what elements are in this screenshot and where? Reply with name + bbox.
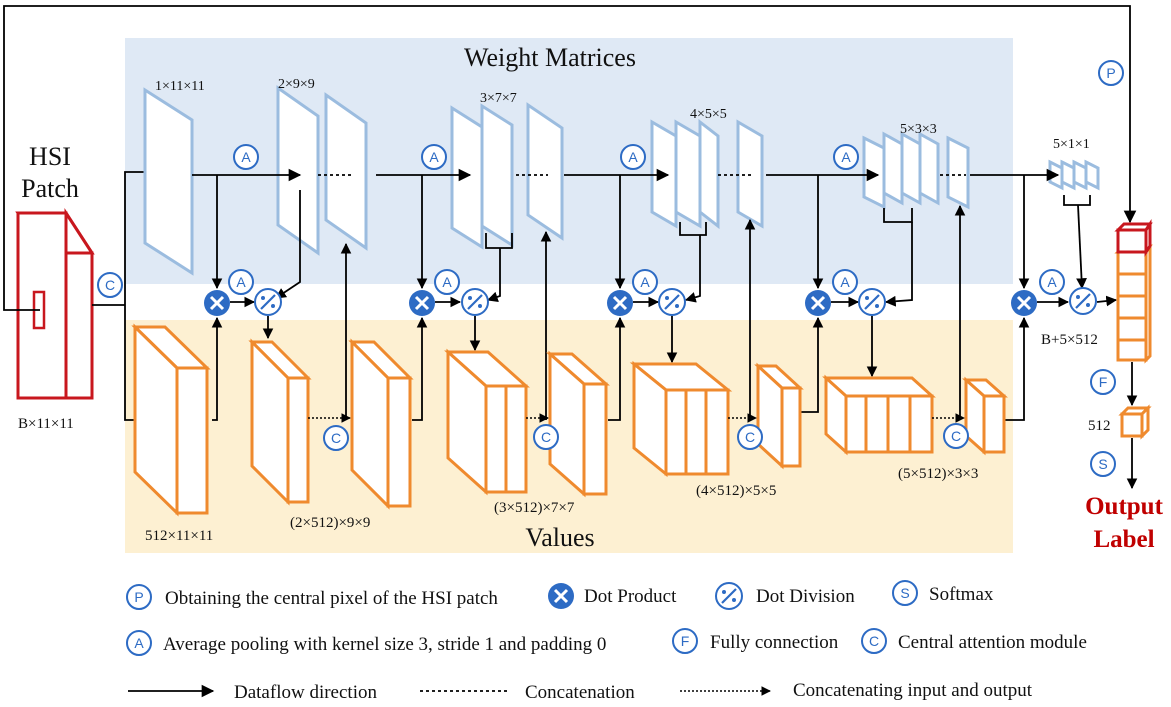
weight-matrices-title: Weight Matrices bbox=[464, 43, 636, 72]
symbol-c-v2: C bbox=[533, 424, 559, 450]
hsi-patch-dims: B×11×11 bbox=[18, 416, 74, 432]
legend-c-icon: C bbox=[861, 628, 887, 654]
dot-product-icon-3 bbox=[607, 290, 633, 316]
legend-s-icon: S bbox=[892, 580, 918, 606]
output-label-line1: Output bbox=[1085, 493, 1163, 520]
legend-concat-io-text: Concatenating input and output bbox=[793, 680, 1033, 701]
svg-text:A: A bbox=[841, 149, 851, 165]
svg-text:C: C bbox=[745, 429, 755, 445]
output-concat-dims: B+5×512 bbox=[1041, 332, 1098, 348]
hsi-patch-cube bbox=[15, 207, 95, 400]
symbol-c-v3: C bbox=[737, 424, 763, 450]
legend-p-text: Obtaining the central pixel of the HSI p… bbox=[165, 588, 498, 609]
dot-product-icon-4 bbox=[805, 290, 831, 316]
stage-operators bbox=[211, 175, 1118, 421]
svg-text:A: A bbox=[442, 274, 452, 290]
value-dim-2: (2×512)×9×9 bbox=[290, 515, 370, 531]
legend-c-text: Central attention module bbox=[898, 632, 1087, 653]
svg-text:F: F bbox=[681, 633, 690, 649]
weight-dim-4: 4×5×5 bbox=[690, 107, 727, 122]
weight-dim-3: 3×7×7 bbox=[480, 91, 517, 106]
legend-dot-division-icon bbox=[715, 582, 743, 610]
symbol-s: S bbox=[1090, 451, 1116, 477]
svg-text:C: C bbox=[105, 277, 115, 293]
symbol-a-op3: A bbox=[632, 269, 658, 295]
svg-text:S: S bbox=[1098, 456, 1107, 472]
svg-text:P: P bbox=[1106, 65, 1115, 81]
symbol-a-op2: A bbox=[434, 269, 460, 295]
legend-dot-division-text: Dot Division bbox=[756, 586, 855, 607]
legend-dot-product-icon bbox=[548, 583, 574, 609]
svg-text:P: P bbox=[134, 589, 143, 605]
svg-text:A: A bbox=[241, 149, 251, 165]
output-label-line2: Label bbox=[1093, 526, 1154, 553]
symbol-a-op1: A bbox=[228, 269, 254, 295]
svg-text:S: S bbox=[900, 585, 909, 601]
svg-text:A: A bbox=[429, 149, 439, 165]
symbol-c-input: C bbox=[97, 272, 123, 298]
hsi-patch-title-line2: Patch bbox=[21, 174, 79, 203]
svg-text:C: C bbox=[331, 430, 341, 446]
svg-text:C: C bbox=[869, 633, 879, 649]
svg-text:A: A bbox=[840, 274, 850, 290]
legend-dot-product-text: Dot Product bbox=[584, 586, 677, 607]
hsi-patch-title-line1: HSI bbox=[29, 142, 71, 171]
dot-product-icon-5 bbox=[1011, 290, 1037, 316]
value-dim-1: 512×11×11 bbox=[145, 528, 213, 544]
dot-division-icon-1 bbox=[254, 288, 282, 316]
symbol-a-w4: A bbox=[833, 144, 859, 170]
weight-dim-2: 2×9×9 bbox=[278, 77, 315, 92]
legend-concatenation-text: Concatenation bbox=[525, 682, 635, 703]
value-dim-3: (3×512)×7×7 bbox=[494, 500, 575, 516]
svg-text:F: F bbox=[1099, 374, 1108, 390]
symbol-c-v4: C bbox=[943, 423, 969, 449]
symbol-a-w3: A bbox=[620, 144, 646, 170]
weight-dim-6: 5×1×1 bbox=[1053, 137, 1090, 152]
legend-p-icon: P bbox=[126, 584, 152, 610]
value-dim-4: (4×512)×5×5 bbox=[696, 483, 776, 499]
symbol-a-w2: A bbox=[421, 144, 447, 170]
svg-text:C: C bbox=[541, 429, 551, 445]
legend: P Obtaining the central pixel of the HSI… bbox=[126, 580, 1087, 703]
output-fc-cube bbox=[1118, 404, 1152, 440]
symbol-a-op5: A bbox=[1039, 269, 1065, 295]
dot-product-icon-1 bbox=[204, 290, 230, 316]
legend-f-text: Fully connection bbox=[710, 632, 839, 653]
svg-text:A: A bbox=[640, 274, 650, 290]
svg-text:A: A bbox=[628, 149, 638, 165]
svg-text:A: A bbox=[236, 274, 246, 290]
svg-text:C: C bbox=[951, 428, 961, 444]
svg-text:A: A bbox=[1047, 274, 1057, 290]
dot-product-icon-2 bbox=[409, 290, 435, 316]
value-blocks bbox=[131, 323, 1008, 517]
output-concat-stack bbox=[1114, 241, 1153, 364]
dot-division-icon-3 bbox=[658, 288, 686, 316]
dot-division-icon-4 bbox=[858, 288, 886, 316]
svg-text:A: A bbox=[134, 635, 144, 651]
symbol-f: F bbox=[1090, 369, 1116, 395]
values-title: Values bbox=[525, 523, 594, 552]
output-center-pixel bbox=[1114, 219, 1153, 257]
symbol-c-v1: C bbox=[323, 425, 349, 451]
legend-s-text: Softmax bbox=[929, 584, 994, 605]
symbol-a-w1: A bbox=[233, 144, 259, 170]
legend-a-icon: A bbox=[126, 630, 152, 656]
symbol-a-op4: A bbox=[832, 269, 858, 295]
value-dim-5: (5×512)×3×3 bbox=[898, 466, 978, 482]
legend-f-icon: F bbox=[672, 628, 698, 654]
weight-dim-5: 5×3×3 bbox=[900, 122, 937, 137]
weight-dim-1: 1×11×11 bbox=[155, 79, 205, 94]
legend-a-text: Average pooling with kernel size 3, stri… bbox=[163, 634, 606, 655]
legend-dataflow-text: Dataflow direction bbox=[234, 682, 377, 703]
output-fc-dims: 512 bbox=[1088, 418, 1111, 434]
dot-division-icon-2 bbox=[461, 288, 489, 316]
dot-division-icon-5 bbox=[1069, 287, 1097, 315]
symbol-p: P bbox=[1098, 60, 1124, 86]
